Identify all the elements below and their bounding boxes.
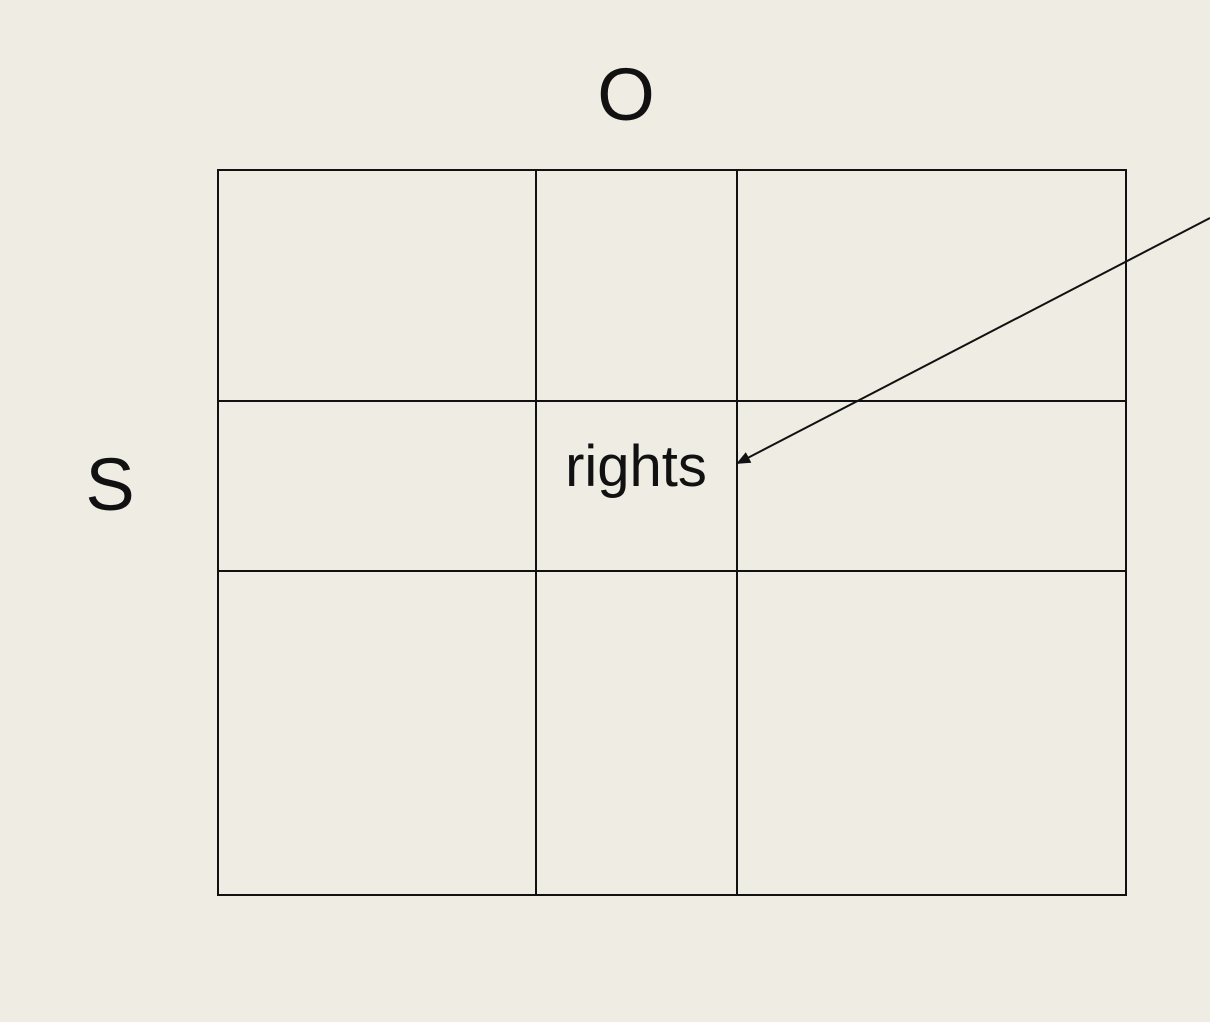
grid-outer-border xyxy=(217,169,1127,896)
top-axis-label: O xyxy=(597,53,655,136)
center-cell-label: rights xyxy=(565,434,707,499)
left-axis-label: S xyxy=(85,443,135,526)
pointer-arrow xyxy=(736,217,1210,464)
